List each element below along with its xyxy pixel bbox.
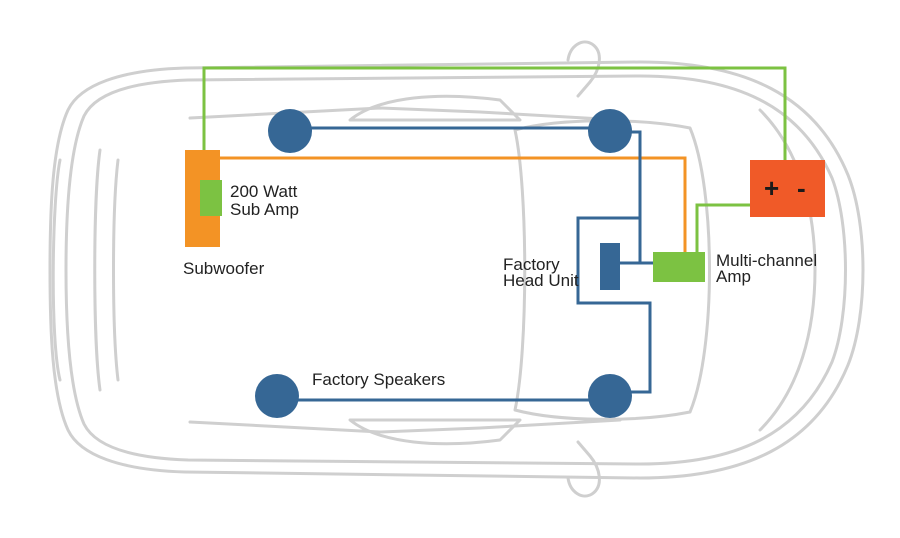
roof-rail-top <box>188 106 622 122</box>
speaker-rear-bottom <box>255 374 299 418</box>
roof-rail-bottom <box>188 418 622 434</box>
car-outline <box>48 40 865 498</box>
front-hood-line <box>758 108 817 432</box>
factory-speakers <box>255 109 632 418</box>
signal-wire-sub <box>218 156 687 252</box>
speaker-rear-top <box>268 109 312 153</box>
head-unit-label-line1: Factory <box>503 255 560 274</box>
battery-plus-label: + <box>764 173 779 203</box>
speaker-front-top <box>588 109 632 153</box>
subwoofer-label: Subwoofer <box>183 259 265 278</box>
rear-window-inner <box>112 158 120 382</box>
speaker-wires <box>278 126 653 402</box>
multi-amp-label-line2: Amp <box>716 267 751 286</box>
side-window-bottom <box>348 418 522 446</box>
mirror-top <box>566 40 601 98</box>
rear-window <box>93 148 102 392</box>
multi-amp-label-line1: Multi-channel <box>716 251 817 270</box>
speaker-front-bottom <box>588 374 632 418</box>
power-wires <box>202 66 787 252</box>
rear-bumper <box>51 158 62 382</box>
mirror-bottom <box>566 440 601 498</box>
head-unit-label-line2: Head Unit <box>503 271 579 290</box>
battery-minus-label: - <box>797 173 806 203</box>
car-body <box>48 60 865 480</box>
side-window-top <box>348 94 522 122</box>
sub-amp-label-line2: Sub Amp <box>230 200 299 219</box>
windshield <box>513 119 711 421</box>
multi-channel-amp <box>653 252 705 282</box>
signal-wires <box>218 156 687 252</box>
factory-speakers-label: Factory Speakers <box>312 370 445 389</box>
sub-amp-label-line1: 200 Watt <box>230 182 298 201</box>
battery <box>750 160 825 217</box>
power-wire-main <box>202 66 787 160</box>
sub-amp <box>200 180 222 216</box>
speaker-wire-head-amp <box>576 216 652 394</box>
head-unit <box>600 243 620 290</box>
car-body-inner <box>64 74 847 466</box>
power-wire-multi-amp <box>695 203 750 252</box>
